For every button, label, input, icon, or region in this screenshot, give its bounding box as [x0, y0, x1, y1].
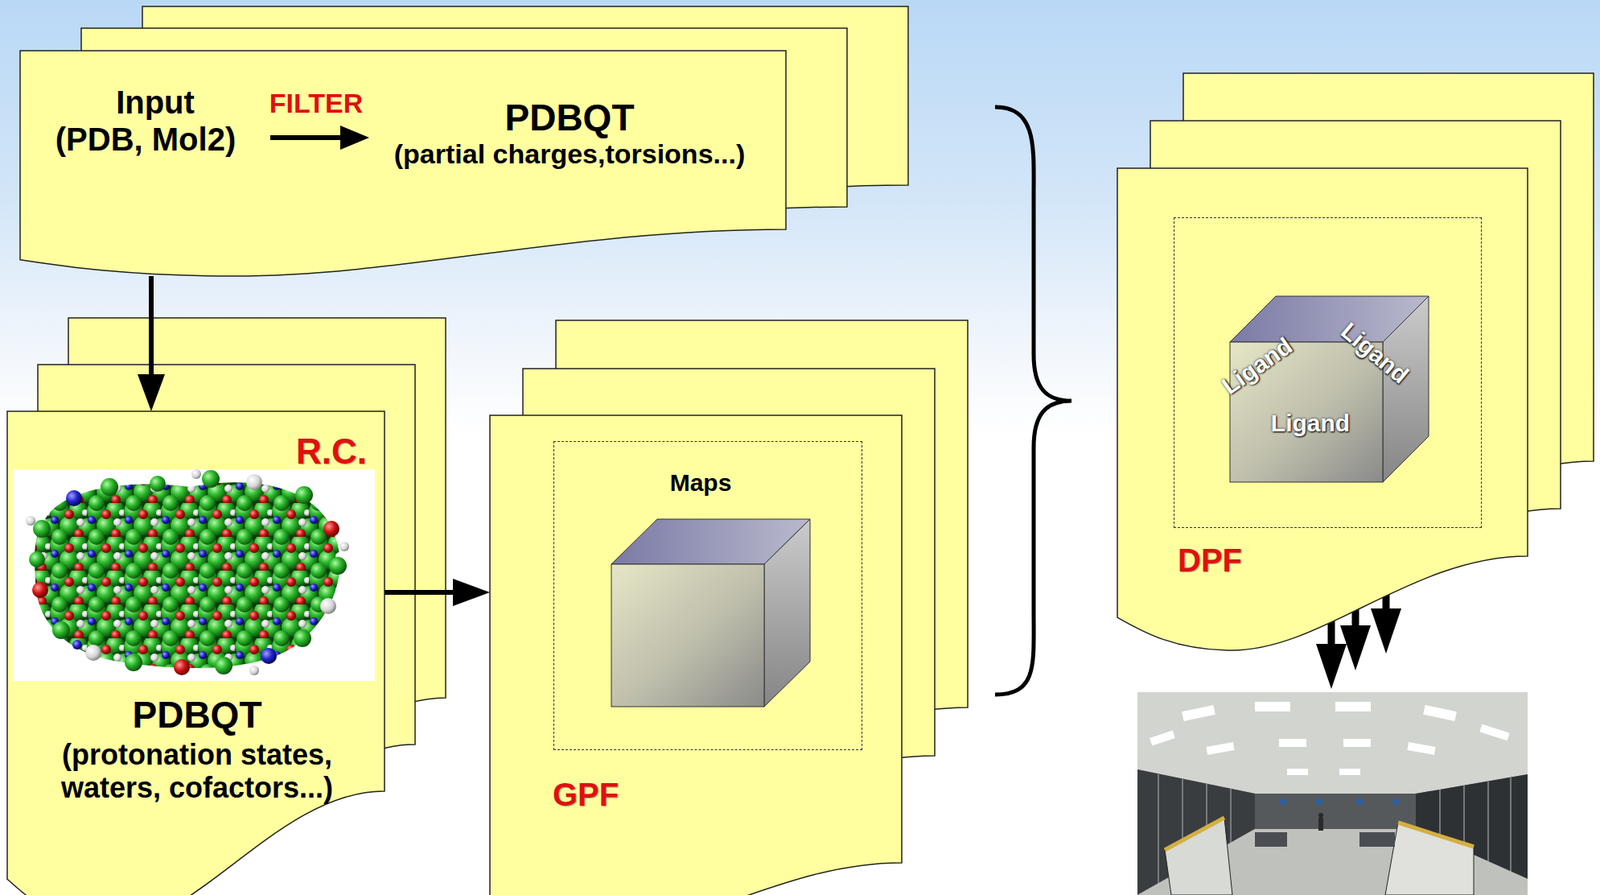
wall-logos [1279, 797, 1399, 805]
filter-arrow [20, 50, 21, 52]
arrow-head [1370, 608, 1402, 654]
arrow-head [1316, 643, 1347, 689]
cube-figure [1229, 296, 1429, 482]
format-heading: PDBQT [505, 96, 635, 140]
page-shape [20, 50, 786, 276]
front-cabinet [1385, 822, 1474, 895]
curly-brace [995, 106, 1072, 695]
page-shape [489, 415, 902, 895]
protein-illustration [12, 468, 375, 681]
protein-surface [34, 481, 341, 668]
back-wall [1254, 793, 1416, 829]
document-page: DPF LigandLigandLigand [1117, 168, 1528, 650]
grid-box: Maps [553, 440, 863, 750]
arrow-head [452, 578, 490, 606]
format-note: (partial charges,torsions...) [394, 138, 745, 170]
input-text: Input (PDB, Mol2) [52, 83, 239, 158]
box-title: Maps [670, 468, 733, 498]
flow-arrow [384, 578, 490, 606]
ceiling-lights [1149, 701, 1510, 775]
cabinet-trim [1398, 822, 1474, 847]
arrow-shaft [270, 135, 344, 140]
ceiling [1137, 691, 1528, 794]
file-tag: GPF [552, 775, 619, 813]
supercomputer-photo [1137, 691, 1528, 895]
page-shape [7, 411, 385, 895]
arrow-shaft [148, 275, 154, 378]
surface-atoms [25, 468, 350, 675]
photo-ground [1137, 691, 1528, 895]
document-page: GPF Maps [489, 415, 902, 895]
document-page: Input (PDB, Mol2) PDBQT(partial charges,t… [20, 50, 786, 276]
cube-side [764, 518, 811, 707]
front-cabinet [1164, 817, 1233, 895]
face-label: Ligand [1270, 409, 1350, 438]
person [1318, 812, 1324, 831]
console [1359, 831, 1395, 847]
cube-front [611, 563, 765, 707]
arrow-head [137, 374, 165, 412]
image-ground [12, 468, 375, 681]
ligand-cube: LigandLigandLigand [1229, 296, 1429, 482]
arrow-shaft [384, 589, 457, 595]
cabinet-trim [1164, 817, 1225, 850]
file-tag: DPF [1177, 541, 1243, 579]
page-shape [1117, 168, 1528, 650]
format-note: (protonation states, waters, cofactors..… [36, 737, 358, 805]
tag-text: R.C. [296, 431, 367, 473]
arrow-head [340, 125, 370, 150]
format-heading: PDBQT [132, 693, 263, 737]
console [1254, 831, 1288, 847]
cube-side [1382, 296, 1429, 482]
document-page: R.C. PDBQT(protonation states, waters, co… [7, 411, 385, 895]
filter-label: FILTER [269, 87, 363, 120]
arrow-head [1340, 625, 1371, 671]
flow-arrow [137, 275, 165, 412]
